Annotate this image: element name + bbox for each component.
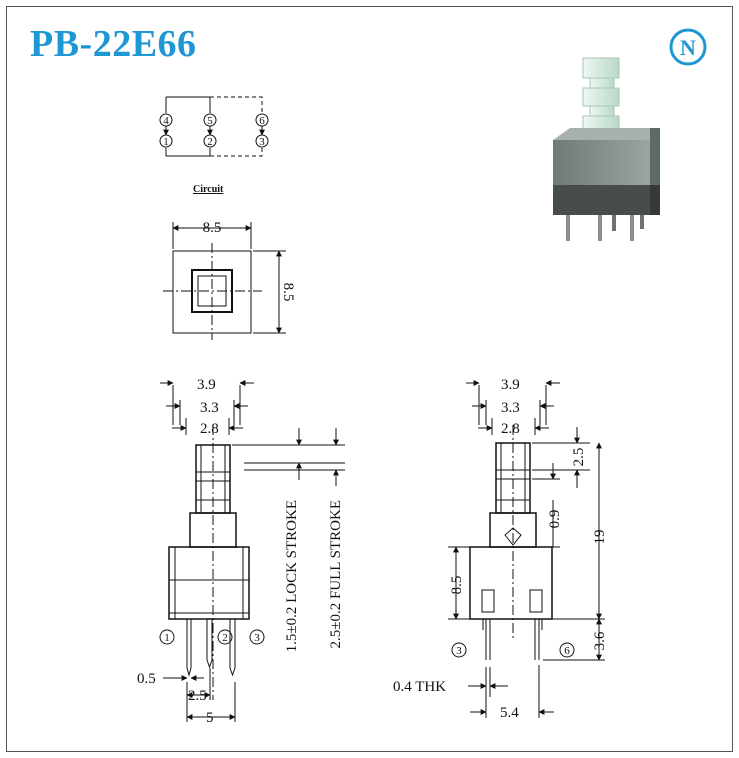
side-span-label: 5.4 — [500, 705, 519, 721]
front-view — [159, 380, 345, 722]
front-pin-3: 3 — [254, 632, 260, 644]
product-photo — [553, 57, 660, 241]
side-view — [448, 380, 605, 718]
front-w3-label: 2.8 — [200, 421, 219, 437]
circuit-pin-1: 1 — [163, 136, 169, 148]
brand-logo: N — [669, 28, 707, 66]
side-pin-3: 3 — [456, 645, 462, 657]
side-w1-label: 3.9 — [501, 377, 520, 393]
side-dim-0-9: 0.9 — [547, 510, 563, 529]
thickness-label: 0.4 THK — [393, 679, 446, 695]
pitch-label: 2.5 — [188, 688, 207, 704]
side-w3-label: 2.8 — [501, 421, 520, 437]
circuit-diagram — [159, 96, 269, 157]
circuit-label: Circuit — [193, 184, 224, 195]
front-pin-2: 2 — [222, 632, 228, 644]
circuit-pin-4: 4 — [163, 115, 169, 127]
circuit-pin-2: 2 — [207, 136, 213, 148]
front-w2-label: 3.3 — [200, 400, 219, 416]
top-view-width-label: 8.5 — [203, 220, 222, 236]
side-dim-19: 19 — [592, 530, 608, 545]
front-pin-1: 1 — [164, 632, 170, 644]
span-label: 5 — [206, 710, 214, 726]
pin-width-label: 0.5 — [137, 671, 156, 687]
side-dim-2-5: 2.5 — [571, 448, 587, 467]
circuit-pin-5: 5 — [207, 115, 213, 127]
top-view — [163, 222, 286, 340]
circuit-pin-3: 3 — [259, 136, 265, 148]
side-pin-6: 6 — [564, 645, 570, 657]
side-w2-label: 3.3 — [501, 400, 520, 416]
lock-stroke-label: 1.5±0.2 LOCK STROKE — [284, 500, 300, 652]
top-view-height-label: 8.5 — [280, 283, 296, 302]
svg-text:N: N — [680, 35, 696, 60]
side-dim-3-6: 3.6 — [592, 631, 608, 650]
full-stroke-label: 2.5±0.2 FULL STROKE — [328, 500, 344, 649]
side-dim-8-5: 8.5 — [449, 576, 465, 595]
circuit-pin-6: 6 — [259, 115, 265, 127]
front-w1-label: 3.9 — [197, 377, 216, 393]
page-title: PB-22E66 — [30, 23, 197, 65]
